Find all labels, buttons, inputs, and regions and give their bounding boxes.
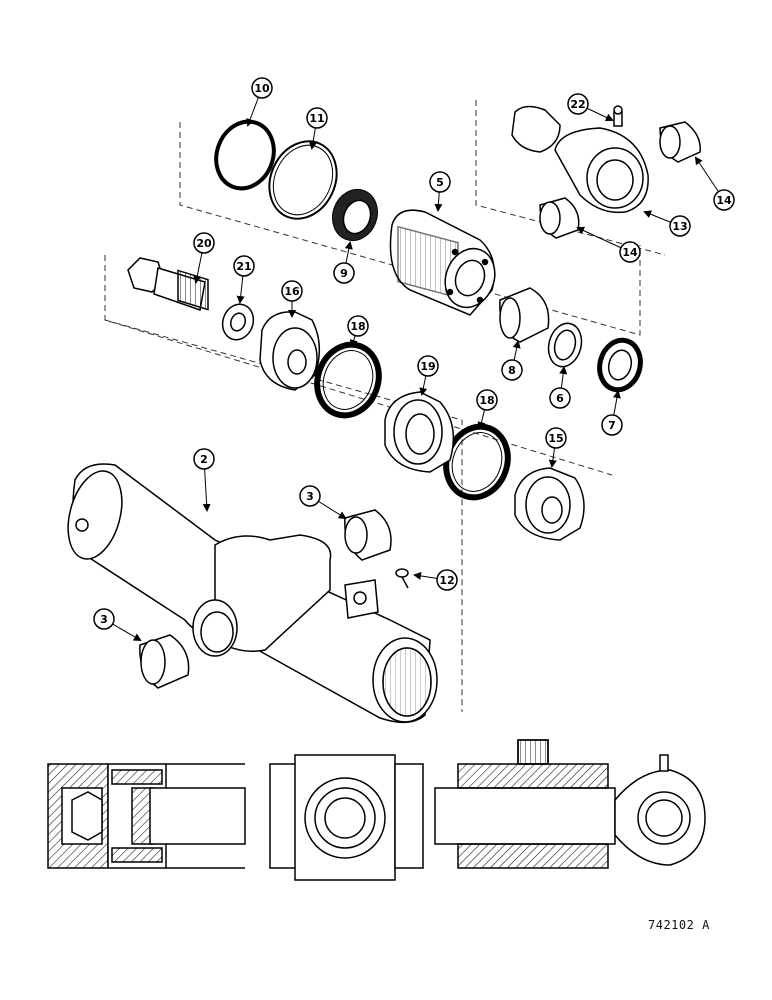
seal-part-7 <box>597 337 643 393</box>
callout-label: 16 <box>284 285 300 298</box>
callout-bubble <box>417 355 439 377</box>
screw-part-12 <box>395 568 409 589</box>
piston-part-16 <box>259 311 321 391</box>
callout-part-13: 13 <box>643 210 691 237</box>
callout-label: 14 <box>622 246 638 259</box>
callout-label: 7 <box>608 419 616 432</box>
washer-part-21 <box>221 303 255 341</box>
callout-bubble <box>436 569 458 591</box>
callout-part-18b: 18 <box>476 389 498 430</box>
callout-label: 18 <box>479 394 494 407</box>
callout-bubble <box>233 255 255 277</box>
callout-bubble <box>601 414 623 436</box>
callout-bubble <box>669 215 691 237</box>
callout-label: 5 <box>436 176 444 189</box>
callout-bubble <box>281 280 303 302</box>
callout-part-3a: 3 <box>299 485 347 520</box>
callout-bubble <box>501 359 523 381</box>
rod-end-part-13 <box>511 105 649 214</box>
callout-bubble <box>476 389 498 411</box>
callout-label: 3 <box>100 613 108 626</box>
bushing-part-14b <box>539 197 580 239</box>
callout-part-7: 7 <box>601 390 623 436</box>
cross-section-center <box>269 754 424 881</box>
callout-bubble <box>299 485 321 507</box>
callout-label: 15 <box>548 432 563 445</box>
bushing-part-8 <box>499 287 550 343</box>
callout-part-21: 21 <box>233 255 255 304</box>
wiper-seal-part-9 <box>331 188 379 242</box>
callout-bubble <box>429 171 451 193</box>
callout-bubble <box>333 262 355 284</box>
callout-part-22: 22 <box>567 93 614 122</box>
callout-bubble <box>619 241 641 263</box>
callout-label: 19 <box>420 360 435 373</box>
callout-label: 10 <box>254 82 270 95</box>
callout-bubble <box>306 107 328 129</box>
callout-label: 6 <box>556 392 564 405</box>
callout-part-15: 15 <box>545 427 567 468</box>
cross-section-right <box>434 739 706 869</box>
callout-bubble <box>549 387 571 409</box>
callout-bubble <box>193 448 215 470</box>
callout-part-20: 20 <box>193 232 215 284</box>
callout-part-6: 6 <box>549 366 571 409</box>
callout-part-2: 2 <box>193 448 215 512</box>
callout-part-12: 12 <box>413 569 458 591</box>
callout-part-11: 11 <box>306 107 328 150</box>
callout-bubble <box>251 77 273 99</box>
callout-part-19: 19 <box>417 355 439 396</box>
o-ring-part-11 <box>268 140 338 220</box>
callout-label: 3 <box>306 490 314 503</box>
callout-part-10: 10 <box>246 77 273 127</box>
callout-part-14b: 14 <box>576 226 641 263</box>
bushing-part-14a <box>659 121 701 163</box>
callout-label: 18 <box>350 320 365 333</box>
callout-bubble <box>193 232 215 254</box>
callout-label: 12 <box>439 574 454 587</box>
callout-bubble <box>545 427 567 449</box>
callout-bubble <box>347 315 369 337</box>
callout-label: 22 <box>570 98 585 111</box>
callout-label: 20 <box>196 237 212 250</box>
callout-label: 2 <box>200 453 208 466</box>
callout-label: 9 <box>340 267 348 280</box>
callout-part-9: 9 <box>333 241 355 284</box>
cross-section-left <box>47 763 246 869</box>
callout-part-3b: 3 <box>93 608 142 642</box>
callout-part-8: 8 <box>501 340 523 381</box>
cylinder-barrel-part-2 <box>67 463 438 724</box>
callout-label: 8 <box>508 364 516 377</box>
callout-label: 14 <box>716 194 732 207</box>
piston-seal-part-18a <box>314 341 382 419</box>
callout-bubble <box>713 189 735 211</box>
piston-part-15 <box>514 467 585 541</box>
callout-label: 13 <box>672 220 687 233</box>
callout-bubble <box>567 93 589 115</box>
drawing-reference-code: 742102 A <box>648 918 710 932</box>
bolt-part-20 <box>127 257 209 311</box>
bushing-part-3a <box>344 509 392 561</box>
callout-part-14a: 14 <box>694 156 735 211</box>
ring-part-6 <box>547 322 583 368</box>
callout-part-18a: 18 <box>347 315 369 348</box>
callout-label: 11 <box>309 112 324 125</box>
piston-part-19 <box>384 391 455 473</box>
snap-ring-part-10 <box>214 119 276 191</box>
callout-part-16: 16 <box>281 280 303 318</box>
callout-part-5: 5 <box>429 171 451 212</box>
gland-part-5 <box>389 209 496 316</box>
bushing-part-3b <box>139 634 190 689</box>
callout-label: 21 <box>236 260 251 273</box>
callout-bubble <box>93 608 115 630</box>
